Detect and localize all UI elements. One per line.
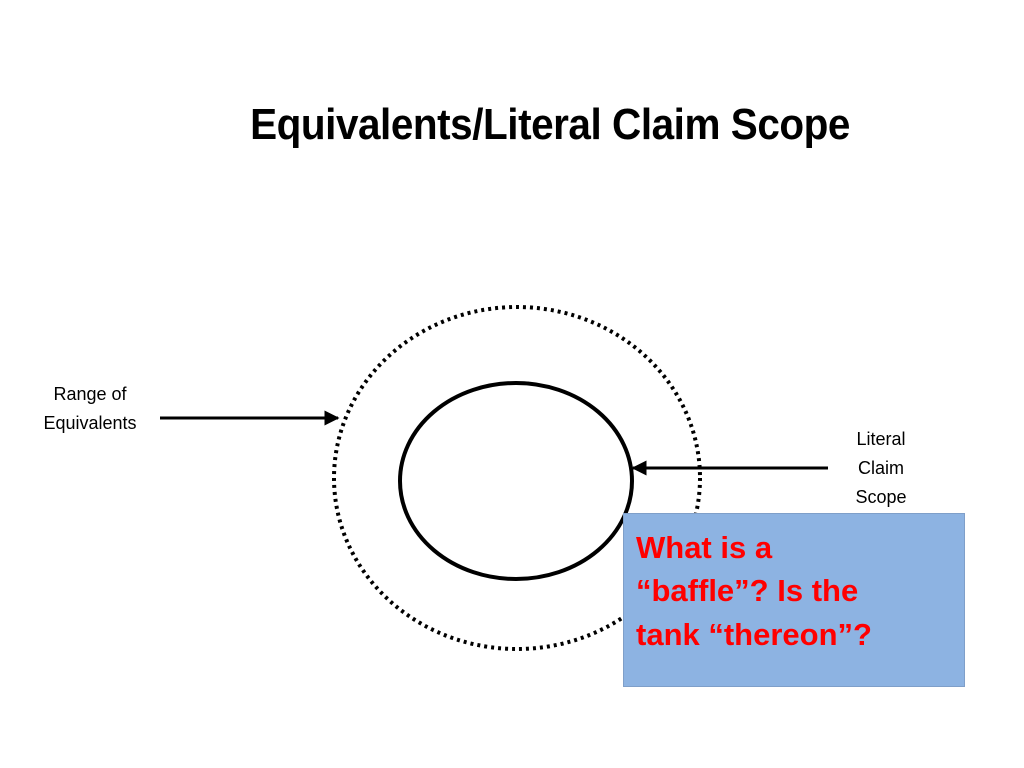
- callout-line: What is a: [636, 530, 773, 565]
- label-line: Equivalents: [43, 412, 137, 433]
- callout-line: tank “thereon”?: [636, 616, 872, 652]
- label-line: Range of: [53, 384, 127, 404]
- slide-title-text: Equivalents/Literal Claim Scope: [250, 100, 850, 149]
- label-line: Scope: [855, 486, 907, 507]
- slide-title: Equivalents/Literal Claim Scope: [0, 100, 1024, 150]
- range-of-equivalents-circle: [332, 305, 702, 651]
- callout-line: “baffle”? Is the: [636, 573, 859, 609]
- literal-claim-scope-label: Literal Claim Scope: [822, 425, 940, 511]
- label-line: Claim: [857, 457, 904, 478]
- range-of-equivalents-label: Range of Equivalents: [10, 380, 170, 438]
- question-callout-text: What is a “baffle”? Is the tank “thereon…: [636, 526, 956, 656]
- literal-claim-scope-circle: [398, 381, 634, 581]
- question-callout-box: What is a “baffle”? Is the tank “thereon…: [623, 513, 965, 687]
- label-line: Literal: [856, 429, 906, 449]
